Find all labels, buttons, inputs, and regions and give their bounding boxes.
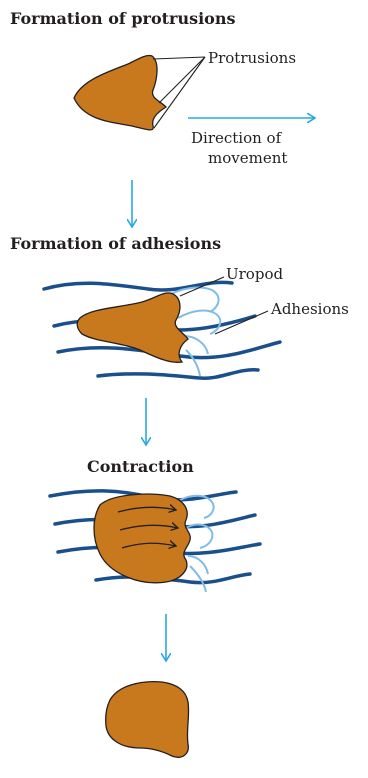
label-protrusions: Protrusions [208, 49, 296, 67]
heading-formation-of-adhesions: Formation of adhesions [10, 234, 221, 253]
heading-formation-of-protrusions: Formation of protrusions [10, 9, 236, 28]
cell-final-position [106, 682, 189, 758]
protrusion-pointer-1 [153, 57, 205, 59]
heading-contraction: Contraction [87, 457, 194, 476]
adhesions-pointer [215, 311, 268, 334]
label-direction-line1: Direction of [191, 129, 283, 147]
protrusion-pointer-2 [159, 57, 205, 103]
adhesion-8 [190, 566, 206, 592]
cell-protrusion-stage [74, 55, 166, 129]
label-direction-line2: movement [208, 149, 287, 167]
cell-adhesion-stage [77, 293, 188, 362]
label-uropod: Uropod [226, 265, 283, 283]
adhesion-4 [186, 350, 200, 376]
label-adhesions: Adhesions [270, 300, 349, 318]
fiber-4 [98, 370, 258, 378]
adhesion-7 [188, 556, 208, 574]
